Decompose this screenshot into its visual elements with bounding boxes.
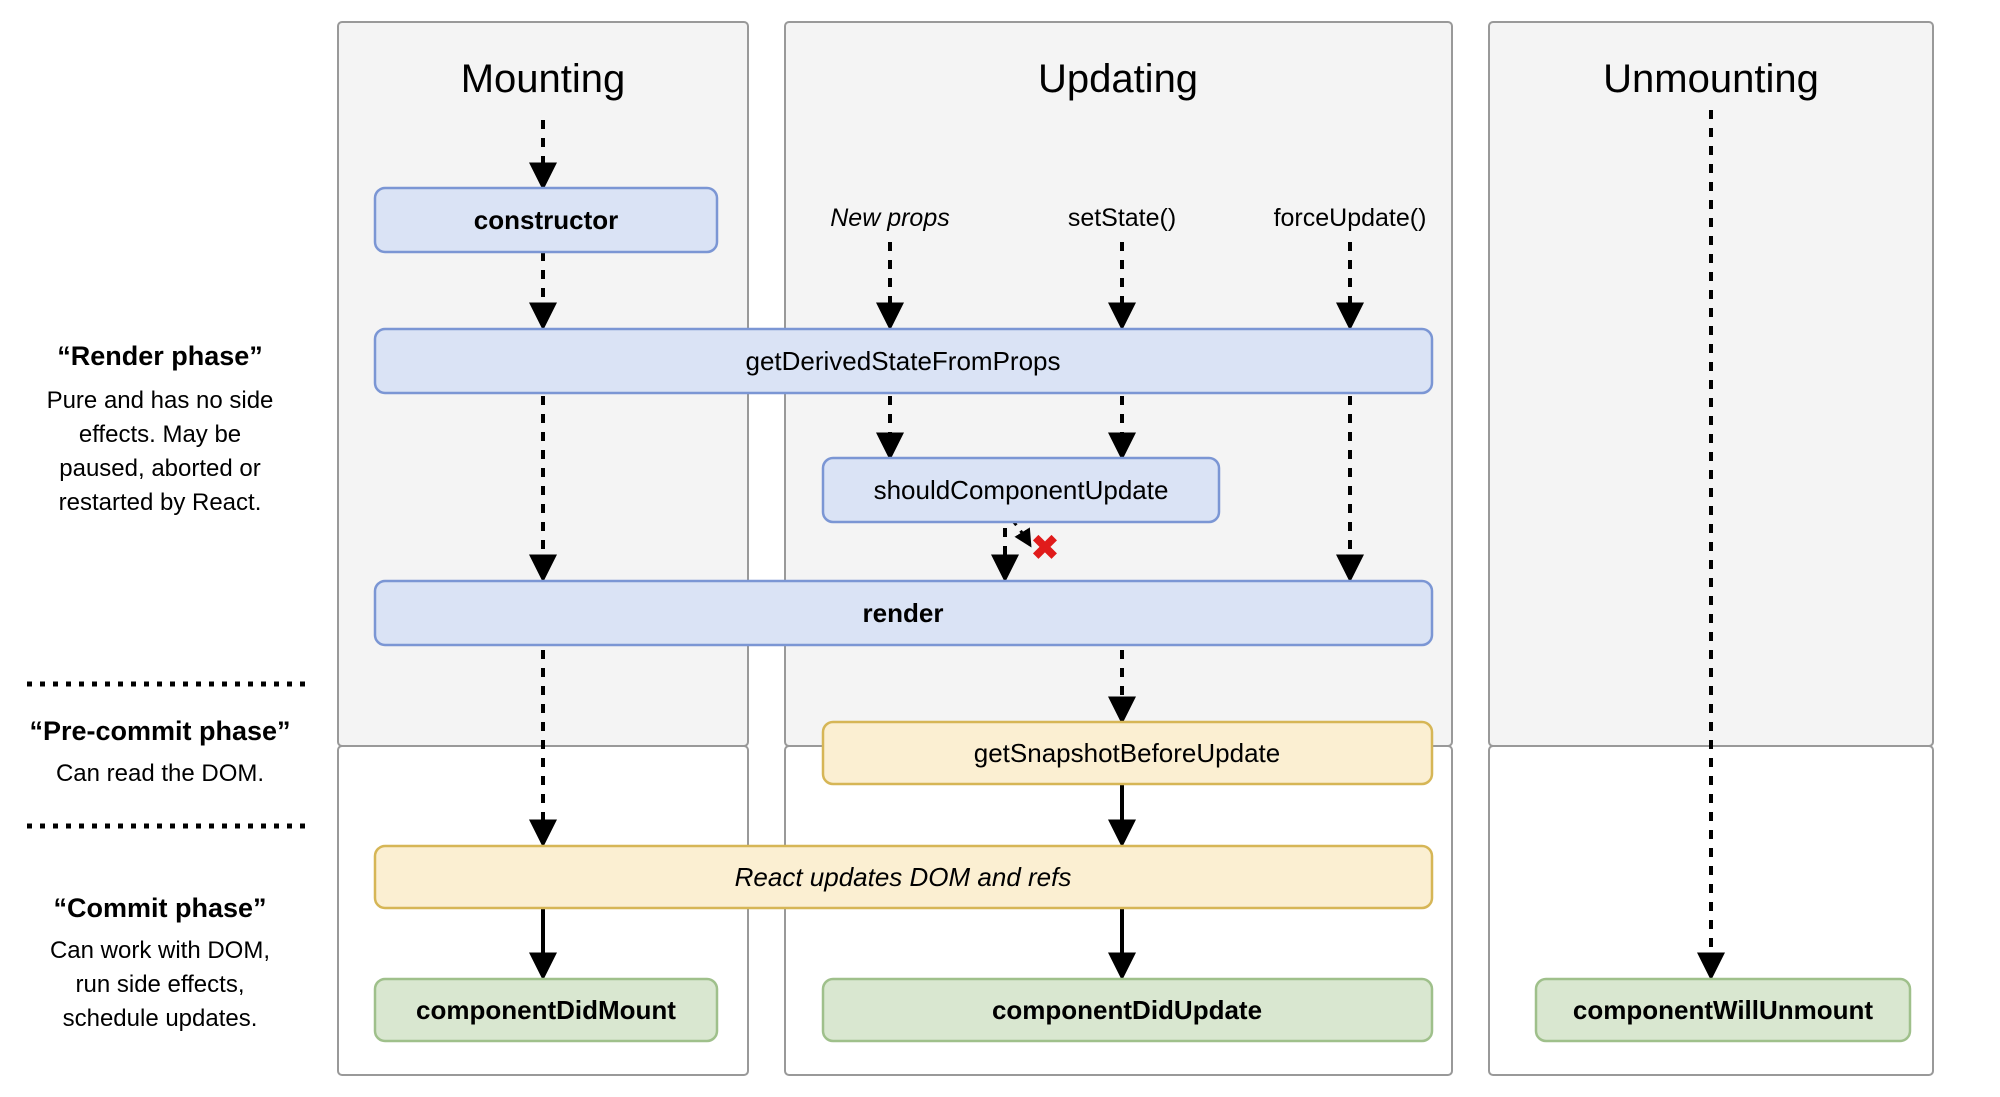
trigger-new-props: New props (830, 204, 950, 232)
phase-desc-commit-line-2: schedule updates. (63, 1005, 258, 1032)
node-component-did-update[interactable]: componentDidUpdate (821, 977, 1434, 1043)
node-constructor[interactable]: constructor (373, 186, 719, 254)
phase-desc-render-line-2: paused, aborted or (59, 455, 260, 482)
phase-desc-render-line-3: restarted by React. (59, 489, 262, 516)
node-render[interactable]: render (373, 579, 1434, 647)
node-component-will-unmount[interactable]: componentWillUnmount (1534, 977, 1912, 1043)
node-label-render: render (863, 598, 944, 628)
skip-render-cross-icon: ✖ (1030, 527, 1060, 568)
phase-legend-pre-commit: “Pre-commit phase” Can read the DOM. (29, 716, 290, 787)
phase-title-render: “Render phase” (57, 341, 263, 371)
trigger-set-state: setState() (1068, 204, 1176, 232)
phase-desc-pre-commit-line-0: Can read the DOM. (56, 760, 264, 787)
node-label-get-snapshot-before-update: getSnapshotBeforeUpdate (974, 738, 1280, 768)
phase-desc-render-line-0: Pure and has no side (47, 387, 274, 414)
phase-title-pre-commit: “Pre-commit phase” (29, 716, 290, 746)
node-label-get-derived-state-from-props: getDerivedStateFromProps (745, 346, 1060, 376)
node-label-component-will-unmount: componentWillUnmount (1573, 995, 1874, 1025)
trigger-force-update: forceUpdate() (1274, 204, 1427, 232)
phase-desc-commit-line-1: run side effects, (76, 971, 245, 998)
phase-desc-render-line-1: effects. May be (79, 421, 241, 448)
column-title-unmounting: Unmounting (1603, 57, 1819, 101)
node-label-constructor: constructor (474, 205, 618, 235)
phase-legend-render: “Render phase” Pure and has no side effe… (47, 341, 274, 516)
node-label-component-did-update: componentDidUpdate (992, 995, 1262, 1025)
node-should-component-update[interactable]: shouldComponentUpdate (821, 456, 1221, 524)
column-title-updating: Updating (1038, 57, 1198, 101)
column-title-mounting: Mounting (461, 57, 626, 101)
node-get-snapshot-before-update[interactable]: getSnapshotBeforeUpdate (821, 720, 1434, 786)
phase-desc-commit-line-0: Can work with DOM, (50, 937, 270, 964)
phase-title-commit: “Commit phase” (53, 893, 266, 923)
node-label-react-updates-dom-and-refs: React updates DOM and refs (735, 862, 1072, 892)
node-label-should-component-update: shouldComponentUpdate (874, 475, 1169, 505)
node-label-component-did-mount: componentDidMount (416, 995, 676, 1025)
phase-legend-commit: “Commit phase” Can work with DOM, run si… (50, 893, 270, 1032)
node-get-derived-state-from-props[interactable]: getDerivedStateFromProps (373, 327, 1434, 395)
node-component-did-mount[interactable]: componentDidMount (373, 977, 719, 1043)
node-react-updates-dom-and-refs[interactable]: React updates DOM and refs (373, 844, 1434, 910)
